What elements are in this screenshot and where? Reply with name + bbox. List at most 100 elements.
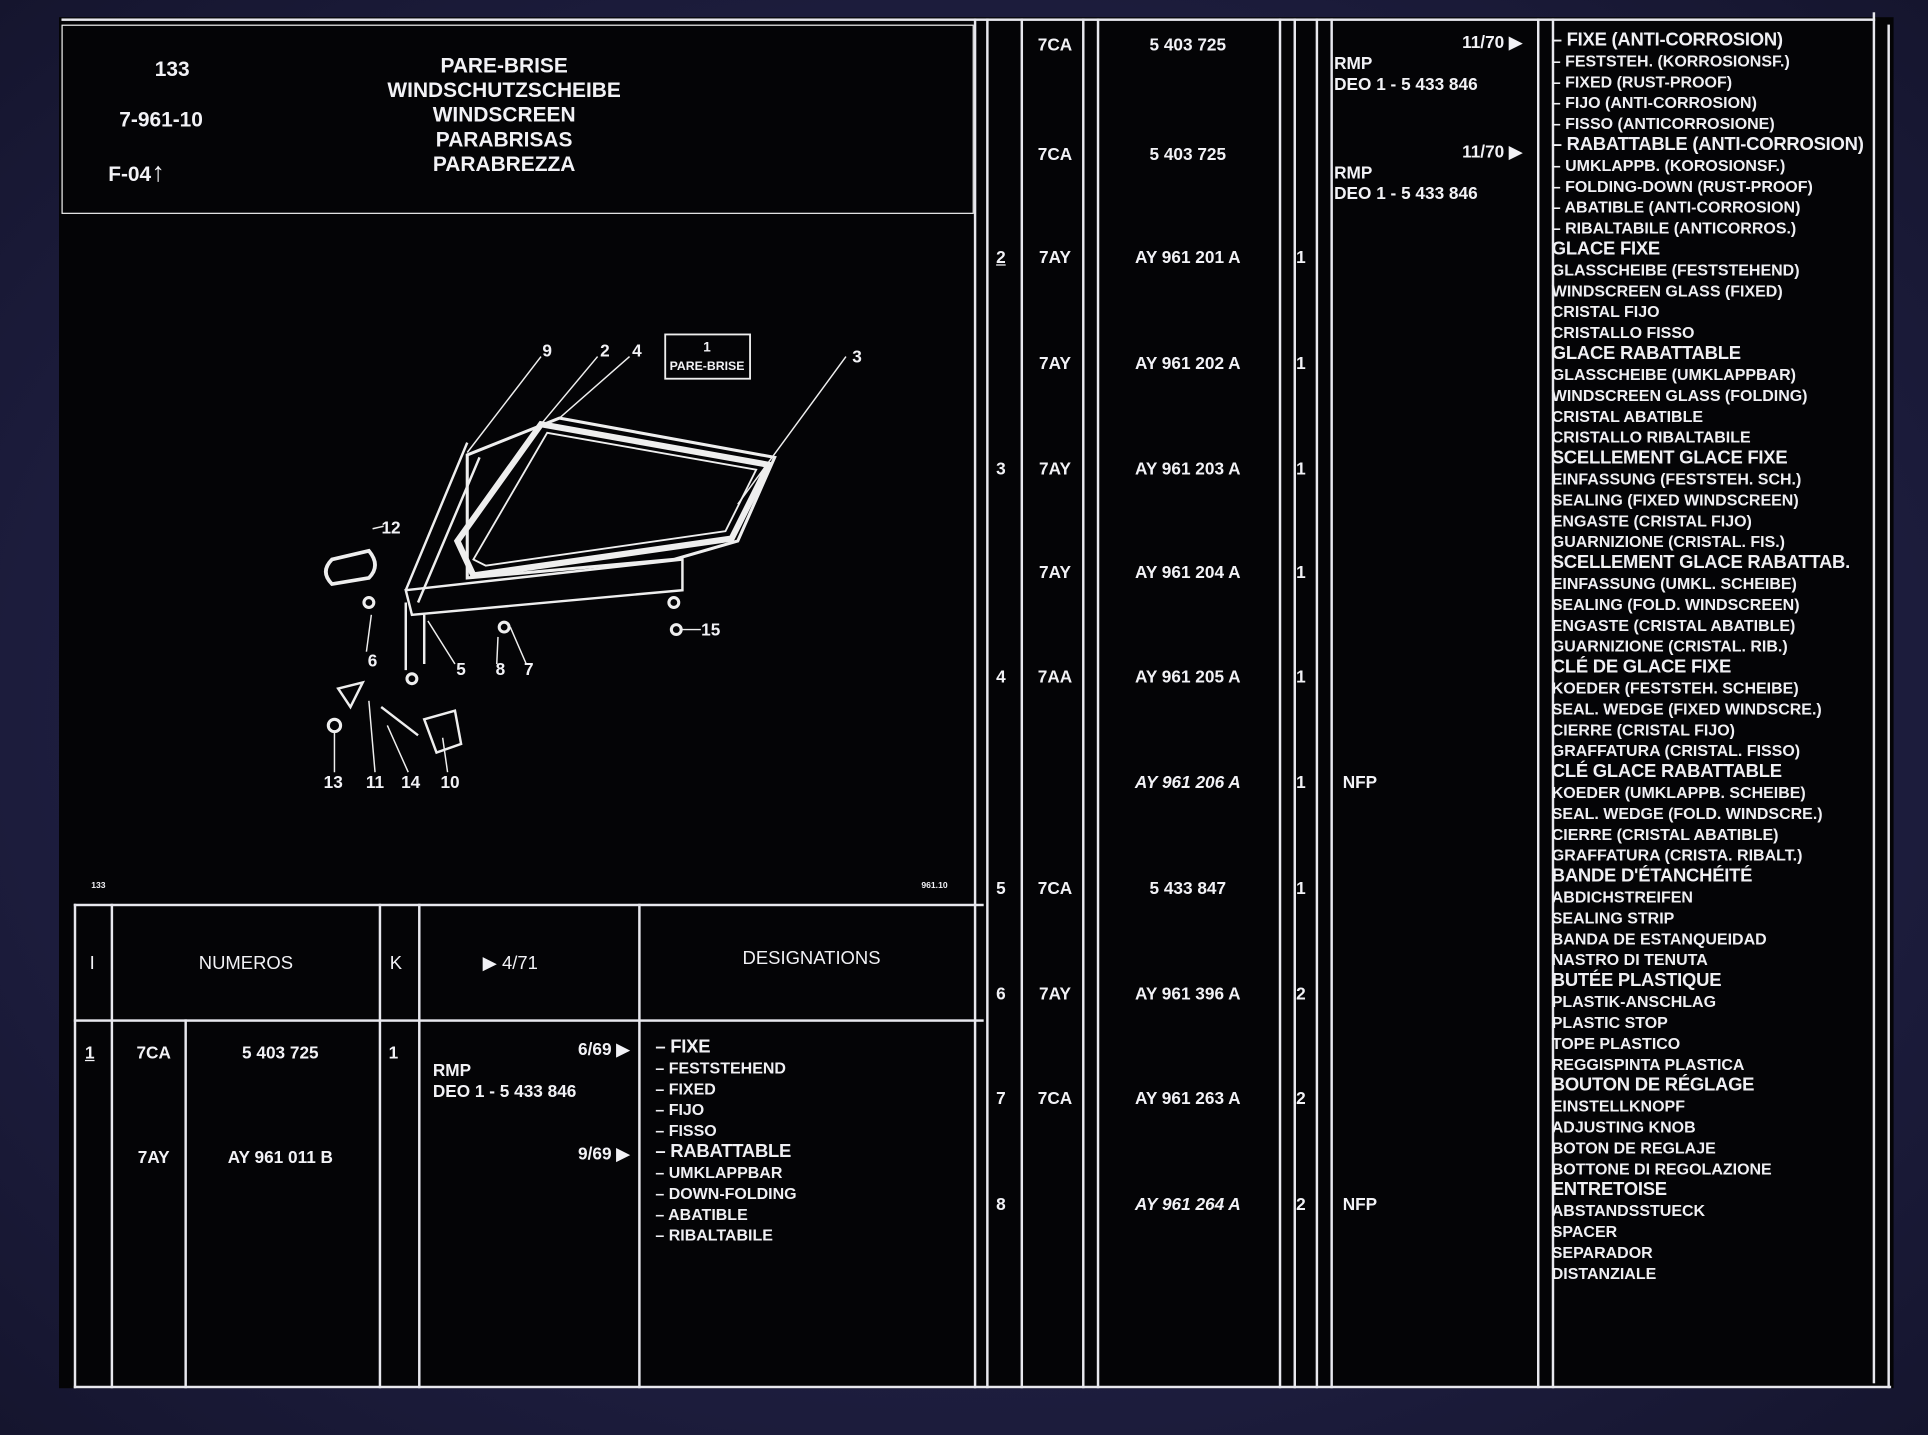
designation-heading: SCELLEMENT GLACE FIXE [1551, 447, 1788, 469]
designation-translation: – FESTSTEH. (KORROSIONSF.) [1551, 51, 1790, 71]
designation-translation: BOTON DE REGLAJE [1551, 1138, 1716, 1158]
designation-translation: CRISTAL FIJO [1551, 302, 1660, 321]
code: 7CA [1037, 1088, 1073, 1108]
designation-translation: – FOLDING-DOWN (RUST-PROOF) [1551, 177, 1813, 196]
callout-12: 12 [381, 518, 400, 538]
quantity: 1 [1296, 877, 1306, 898]
catalog-sheet [59, 17, 1894, 1389]
column-header-index: I [89, 952, 95, 974]
drawing-footer-right: 961.10 [921, 880, 948, 890]
designation-heading: BOUTON DE RÉGLAGE [1551, 1074, 1755, 1096]
quantity: 2 [1296, 983, 1306, 1004]
designation-translation: BANDA DE ESTANQUEIDAD [1551, 929, 1767, 949]
page-number: 133 [154, 57, 190, 82]
part-number: AY 961 396 A [1134, 983, 1241, 1004]
designation-translation: CIERRE (CRISTAL ABATIBLE) [1551, 825, 1779, 844]
part-number: AY 961 203 A [1134, 458, 1241, 479]
designation-heading: – RABATTABLE [655, 1141, 792, 1162]
designation-translation: GLASSCHEIBE (FESTSTEHEND) [1551, 260, 1800, 280]
title-it: PARABREZZA [432, 152, 576, 176]
note: NFP [1342, 772, 1378, 792]
callout-14: 14 [401, 772, 421, 792]
designation-translation: SEALING (FIXED WINDSCREEN) [1551, 490, 1799, 510]
divider [418, 903, 421, 1389]
date-marker: 11/70 ▶ [1462, 31, 1523, 52]
quantity: 2 [1296, 1088, 1306, 1108]
quantity: 1 [1296, 458, 1306, 479]
designation-translation: – FESTSTEHEND [655, 1058, 786, 1078]
title-block: PARE-BRISE WINDSCHUTZSCHEIBE WINDSCREEN … [387, 54, 620, 177]
designation-translation: EINFASSUNG (FESTSTEH. SCH.) [1551, 469, 1802, 489]
designation-list: – FIXE (ANTI-CORROSION)– FESTSTEH. (KORR… [1552, 30, 1864, 1284]
fiche-reference: F-04↑ [108, 158, 165, 187]
part-number: 5 403 725 [1149, 143, 1227, 164]
part-number: AY 961 264 A [1134, 1193, 1241, 1214]
divider [1082, 18, 1085, 1389]
designation-translation: – FIJO [655, 1100, 705, 1119]
designation-heading: ENTRETOISE [1551, 1179, 1667, 1201]
divider [1293, 18, 1296, 1389]
callout-2: 2 [600, 341, 610, 361]
designation-heading: CLÉ GLACE RABATTABLE [1551, 761, 1782, 783]
designation-translation: SEALING (FOLD. WINDSCREEN) [1551, 595, 1800, 614]
designation-translation: WINDSCREEN GLASS (FIXED) [1551, 281, 1783, 301]
designation-translation: – RIBALTABILE [655, 1225, 773, 1245]
title-de: WINDSCHUTZSCHEIBE [387, 78, 621, 103]
item-index: 7 [996, 1088, 1006, 1108]
column-header-designations: DESIGNATIONS [742, 948, 881, 969]
designation-heading: GLACE FIXE [1551, 238, 1660, 260]
divider [1096, 18, 1100, 1389]
reference-number: 7-961-10 [119, 108, 203, 132]
designation-translation: CRISTALLO RIBALTABILE [1551, 427, 1751, 447]
windscreen-drawing [324, 356, 847, 773]
callout-13: 13 [324, 772, 343, 792]
code: 7CA [136, 1042, 171, 1063]
item-index: 5 [996, 877, 1006, 898]
divider [1278, 18, 1282, 1389]
callout-6: 6 [368, 650, 378, 670]
designation-translation: CRISTALLO FISSO [1551, 323, 1695, 342]
designation-translation: SEAL. WEDGE (FOLD. WINDSCRE.) [1551, 804, 1823, 823]
designation-heading: GLACE RABATTABLE [1551, 343, 1741, 364]
designation-translation: CRISTAL ABATIBLE [1551, 406, 1704, 426]
designation-translation: – FIJO (ANTI-CORROSION) [1551, 93, 1757, 112]
divider [110, 903, 114, 1389]
designation-translation: – ABATIBLE [655, 1205, 748, 1224]
callout-10: 10 [440, 772, 459, 792]
quantity: 1 [1296, 666, 1306, 687]
item-index: 3 [996, 458, 1006, 479]
callout-11: 11 [366, 772, 385, 792]
designation-translation: ABDICHSTREIFEN [1551, 887, 1693, 907]
code: 7CA [1037, 877, 1073, 898]
designation-translation: GRAFFATURA (CRISTA. RIBALT.) [1551, 845, 1803, 865]
quantity: 1 [1296, 772, 1306, 792]
designation-translation: KOEDER (FESTSTEH. SCHEIBE) [1551, 678, 1799, 698]
code: 7AY [1039, 458, 1071, 479]
designation-heading: – RABATTABLE (ANTI-CORROSION) [1551, 134, 1864, 155]
divider [973, 18, 977, 1389]
designation-translation: – ABATIBLE (ANTI-CORROSION) [1551, 197, 1801, 217]
designation-translation: GUARNIZIONE (CRISTAL. FIS.) [1551, 532, 1786, 551]
designation-heading: – FIXE (ANTI-CORROSION) [1551, 29, 1783, 51]
designation-translation: EINFASSUNG (UMKL. SCHEIBE) [1551, 574, 1797, 593]
callout-4: 4 [632, 341, 642, 361]
label-box [664, 333, 751, 380]
designation-translation: SEALING STRIP [1551, 908, 1675, 928]
item-index: 6 [996, 983, 1006, 1004]
designation-translation: ENGASTE (CRISTAL ABATIBLE) [1551, 616, 1796, 635]
part-number: AY 961 011 B [227, 1147, 334, 1167]
designation-translation: ENGASTE (CRISTAL FIJO) [1551, 511, 1752, 530]
part-number: AY 961 202 A [1134, 352, 1241, 373]
divider [73, 903, 77, 1389]
divider [638, 903, 641, 1389]
item-index: 1 [84, 1042, 95, 1063]
designation-heading: BUTÉE PLASTIQUE [1551, 970, 1722, 992]
designation-translation: DISTANZIALE [1551, 1264, 1657, 1283]
part-number: 5 403 725 [242, 1042, 319, 1063]
item-index: 2 [996, 247, 1006, 267]
divider [378, 903, 382, 1389]
designation-translation: – DOWN-FOLDING [655, 1184, 797, 1203]
title-es: PARABRISAS [435, 127, 573, 152]
